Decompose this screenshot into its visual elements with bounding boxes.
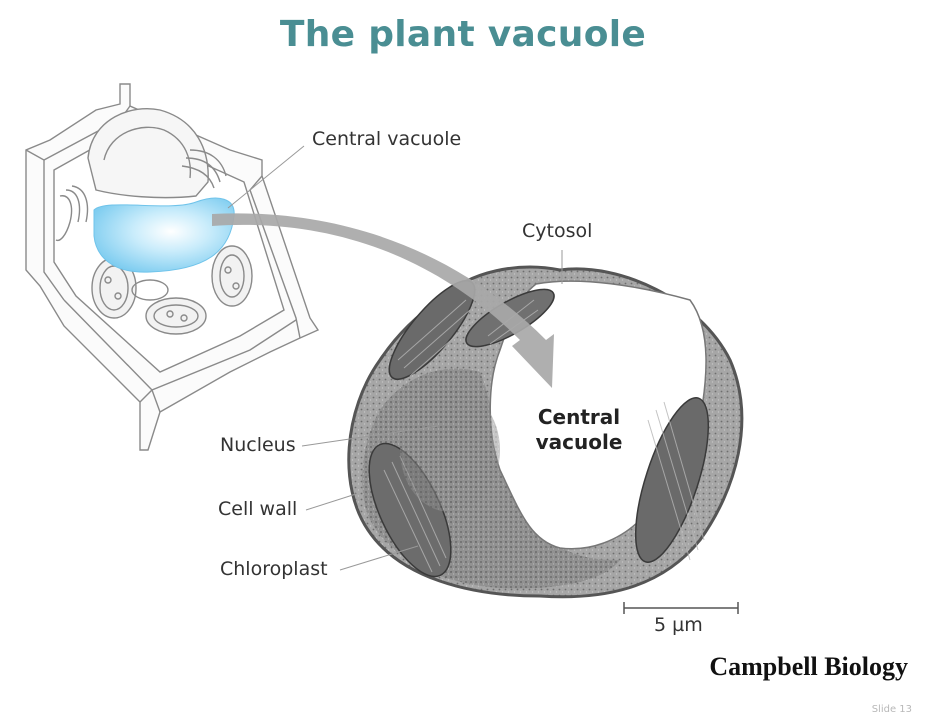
- label-cell-wall: Cell wall: [218, 498, 298, 520]
- label-chloroplast: Chloroplast: [220, 558, 328, 580]
- slide-number: Slide 13: [871, 704, 912, 715]
- label-cytosol: Cytosol: [522, 220, 593, 242]
- label-nucleus: Nucleus: [220, 434, 296, 456]
- label-central-vacuole: Central vacuole: [312, 128, 462, 150]
- label-micrograph-vacuole: Central vacuole: [535, 405, 623, 454]
- slide-title: The plant vacuole: [279, 14, 647, 55]
- scale-bar: [623, 602, 739, 614]
- pointer-arrow: [212, 213, 554, 388]
- credit-text: Campbell Biology: [709, 652, 908, 681]
- label-scale-bar: 5 µm: [654, 614, 703, 636]
- leader-lines: [227, 145, 563, 571]
